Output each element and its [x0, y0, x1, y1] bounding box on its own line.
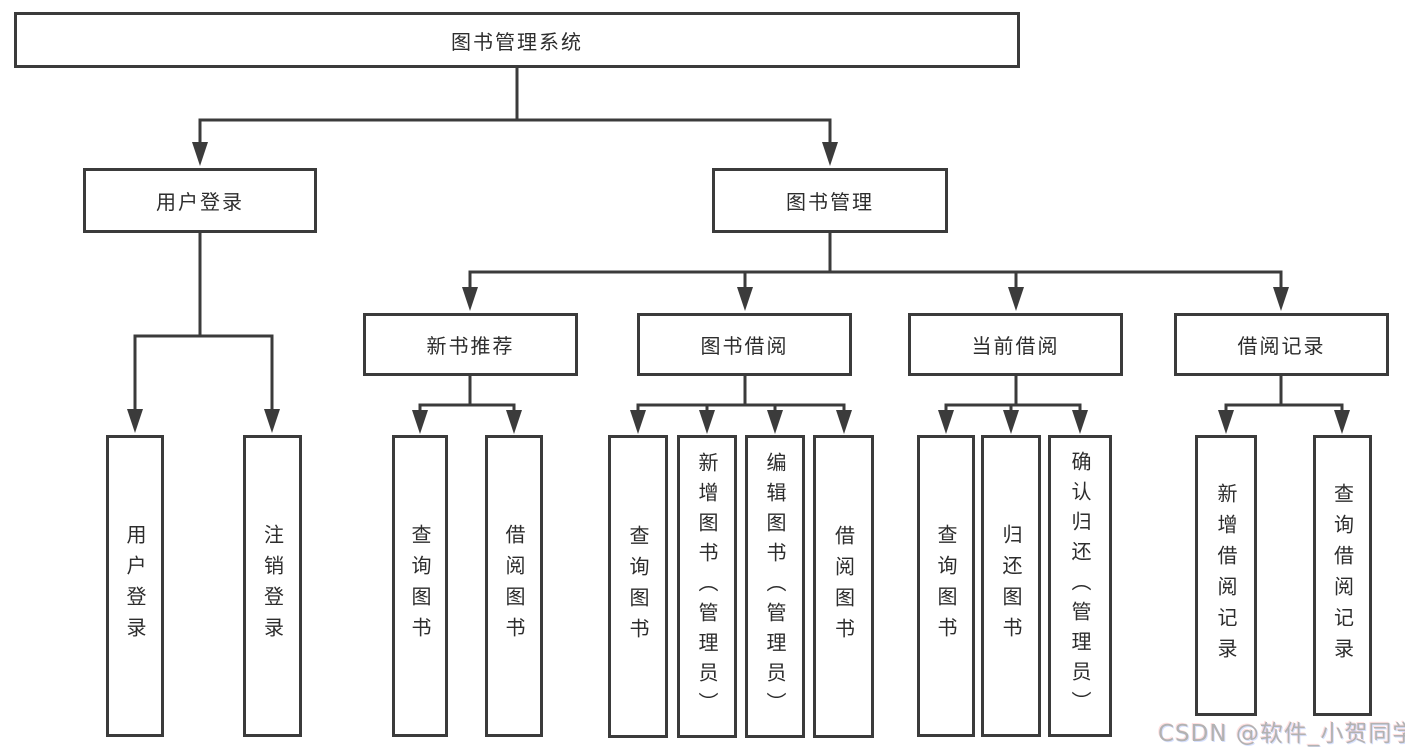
leaf-logout: 注销登录 [243, 435, 302, 737]
leaf-borrow-edit-books-admin: 编辑图书（管理员） [745, 435, 805, 738]
node-label: 确认归还（管理员） [1068, 451, 1092, 721]
node-label: 借阅图书 [502, 524, 526, 648]
leaf-borrow-borrow-books: 借阅图书 [813, 435, 874, 738]
leaf-newrec-borrow-books: 借阅图书 [485, 435, 543, 737]
node-label: 当前借阅 [971, 334, 1060, 358]
node-book-borrowing: 图书借阅 [637, 313, 852, 376]
node-label: 用户登录 [156, 190, 244, 214]
node-current-borrowing: 当前借阅 [908, 313, 1123, 376]
node-label: 借阅记录 [1237, 334, 1326, 358]
connector-records-to-leaves [1218, 376, 1350, 434]
node-user-login: 用户登录 [83, 168, 317, 233]
leaf-borrow-add-books-admin: 新增图书（管理员） [677, 435, 737, 738]
node-label: 新书推荐 [426, 334, 515, 358]
node-label: 图书管理系统 [451, 29, 583, 54]
leaf-current-return-books: 归还图书 [981, 435, 1041, 737]
connector-root-to-level2 [192, 68, 838, 166]
leaf-borrow-query-books: 查询图书 [608, 435, 668, 738]
node-book-management: 图书管理 [712, 168, 948, 233]
connector-management-to-level3 [462, 233, 1289, 311]
node-label: 注销登录 [260, 524, 285, 648]
node-library-management-system: 图书管理系统 [14, 12, 1020, 68]
watermark-text: CSDN @软件_小贺同学 [1158, 721, 1405, 747]
leaf-records-add-record: 新增借阅记录 [1195, 435, 1257, 716]
node-new-book-recommend: 新书推荐 [363, 313, 578, 376]
node-label: 查询图书 [626, 524, 650, 649]
connector-newrec-to-leaves [412, 376, 522, 434]
node-label: 查询图书 [408, 524, 432, 648]
node-label: 新增借阅记录 [1214, 482, 1238, 669]
node-label: 查询借阅记录 [1330, 482, 1355, 669]
leaf-user-login: 用户登录 [106, 435, 164, 737]
connector-borrow-to-leaves [630, 376, 852, 434]
connector-current-to-leaves [938, 376, 1088, 434]
node-label: 归还图书 [999, 524, 1023, 648]
node-label: 图书管理 [786, 190, 874, 214]
leaf-newrec-query-books: 查询图书 [392, 435, 448, 737]
leaf-records-query-record: 查询借阅记录 [1313, 435, 1372, 716]
leaf-current-query-books: 查询图书 [917, 435, 975, 737]
leaf-current-confirm-return-admin: 确认归还（管理员） [1048, 435, 1112, 737]
node-label: 查询图书 [934, 524, 958, 648]
node-label: 编辑图书（管理员） [763, 451, 787, 722]
node-label: 用户登录 [123, 524, 147, 648]
node-label: 图书借阅 [700, 334, 789, 358]
node-borrow-records: 借阅记录 [1174, 313, 1389, 376]
node-label: 借阅图书 [831, 524, 856, 649]
connector-login-to-leaves [127, 233, 280, 433]
node-label: 新增图书（管理员） [695, 451, 719, 722]
